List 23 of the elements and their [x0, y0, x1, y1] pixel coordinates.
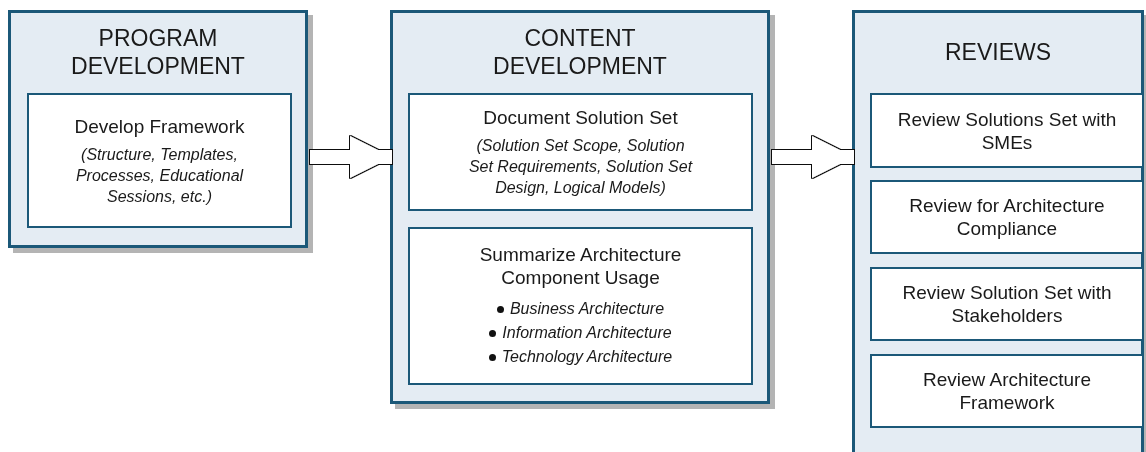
list-item: Information Architecture [502, 323, 672, 343]
list-item: Business Architecture [509, 299, 665, 319]
task-title: Review for Architecture Compliance [908, 194, 1106, 240]
task-title: Summarize Architecture Component Usage [478, 243, 683, 289]
task-box [408, 93, 753, 211]
panel-title: CONTENT DEVELOPMENT [492, 24, 668, 80]
task-box [870, 180, 1144, 254]
task-box [27, 93, 292, 228]
panel-title: REVIEWS [944, 38, 1052, 66]
task-title: Review Architecture Framework [922, 368, 1092, 414]
task-box [408, 227, 753, 385]
panel-title: PROGRAM DEVELOPMENT [70, 24, 246, 80]
phase-panel [852, 10, 1144, 452]
task-details: (Solution Set Scope, Solution Set Requirements, Solution Set Design, Logical Models) [467, 136, 694, 198]
task-box [870, 93, 1144, 168]
task-title: Document Solution Set [483, 106, 678, 129]
task-title: Review Solutions Set with SMEs [896, 107, 1118, 154]
list-item: Technology Architecture [501, 347, 673, 367]
task-title: Develop Framework [74, 114, 245, 138]
task-title: Review Solution Set with Stakeholders [901, 281, 1113, 327]
task-box [870, 354, 1144, 428]
task-details: (Structure, Templates, Processes, Educational Sessions, etc.) [74, 144, 245, 207]
task-box [870, 267, 1144, 341]
